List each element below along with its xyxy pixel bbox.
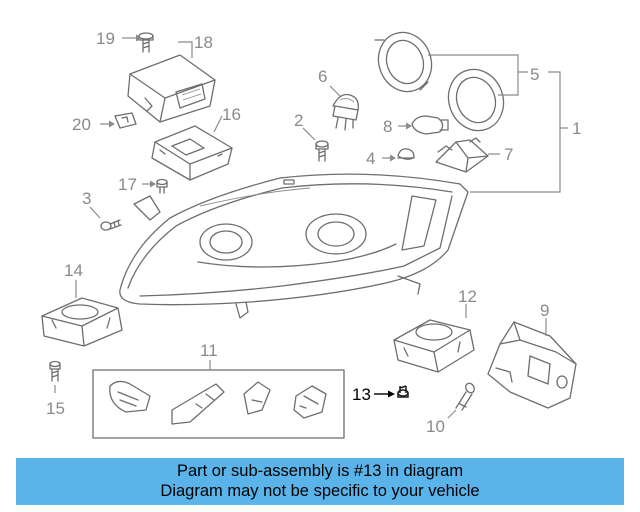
info-banner: Part or sub-assembly is #13 in diagram D… — [16, 458, 624, 505]
part-16-ballast — [151, 125, 233, 181]
part-17-bolt — [156, 178, 168, 194]
part-15-bolt — [49, 360, 61, 382]
leader-6 — [329, 85, 341, 97]
banner-line-part: Part or sub-assembly is #13 in diagram — [176, 462, 464, 480]
part-6-bulb — [332, 93, 359, 131]
callout-9: 9 — [540, 301, 549, 320]
part-5-caps — [374, 31, 505, 132]
callout-6: 6 — [318, 67, 327, 86]
callout-2: 2 — [294, 111, 303, 130]
callout-1: 1 — [572, 119, 581, 138]
part-8-bulb — [411, 115, 449, 135]
leader-18 — [178, 41, 193, 58]
callout-17: 17 — [118, 175, 137, 194]
callout-3: 3 — [82, 189, 91, 208]
callout-11: 11 — [200, 341, 218, 360]
part-11-kit — [92, 369, 345, 439]
leader-5 — [428, 54, 528, 96]
part-14-module — [41, 297, 123, 347]
leader-10 — [447, 409, 457, 419]
leader-1 — [470, 71, 561, 193]
callout-13: 13 — [352, 385, 371, 404]
part-19-screw — [138, 32, 154, 53]
banner-line-disclaimer: Diagram may not be specific to your vehi… — [160, 482, 480, 500]
callout-4: 4 — [366, 149, 375, 168]
part-2-bolt — [315, 140, 329, 162]
leader-2 — [302, 127, 316, 141]
callout-14: 14 — [64, 261, 83, 280]
part-20-bracket — [114, 112, 137, 129]
callout-19: 19 — [96, 29, 115, 48]
part-10-bolt — [455, 382, 475, 411]
callout-12: 12 — [458, 287, 477, 306]
callout-8: 8 — [383, 117, 392, 136]
part-18-control-module — [127, 54, 216, 123]
callout-16: 16 — [222, 105, 241, 124]
part-4-bulb — [397, 148, 415, 160]
part-7-socket — [435, 137, 489, 173]
parts-diagram: 19 18 20 16 17 3 — [41, 29, 581, 439]
callout-15: 15 — [46, 399, 65, 418]
part-3-screw — [100, 219, 122, 231]
part-12-module — [393, 319, 475, 373]
part-9-bracket — [487, 321, 577, 409]
callout-20: 20 — [72, 115, 91, 134]
part-1-headlamp — [119, 173, 469, 319]
callout-5: 5 — [530, 65, 539, 84]
leader-3 — [89, 206, 101, 219]
leader-16 — [213, 115, 223, 133]
callout-10: 10 — [426, 417, 445, 436]
callout-7: 7 — [504, 145, 513, 164]
part-13-screw — [397, 385, 409, 398]
callout-18: 18 — [194, 33, 213, 52]
